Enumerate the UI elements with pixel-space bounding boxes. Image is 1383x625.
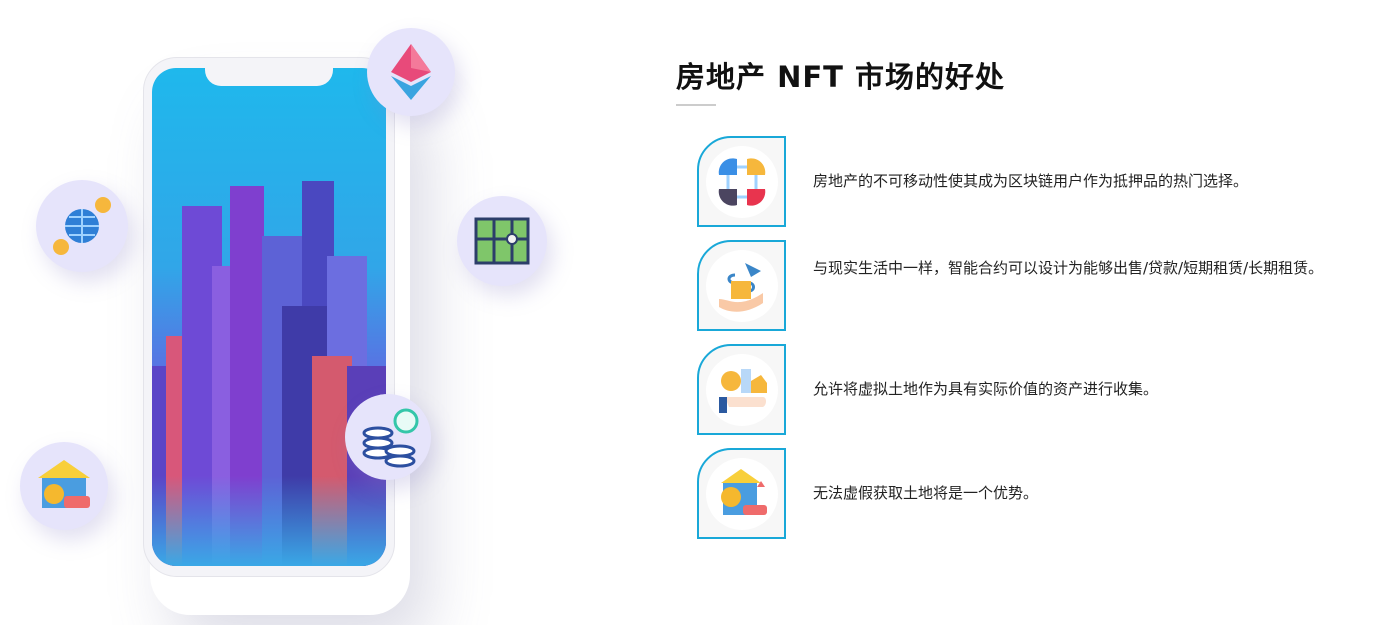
title-divider [676,104,716,106]
asset-money-hand-icon [718,368,767,413]
benefit-item: 允许将虚拟土地作为具有实际价值的资产进行收集。 [697,344,1377,435]
blockchain-puzzle-icon [718,157,765,206]
benefit-card [697,240,786,331]
benefit-card [697,448,786,539]
property-assets-icon [720,468,767,515]
coins-home-icon [345,394,431,480]
property-icon [20,442,108,530]
benefit-card [697,344,786,435]
page-title: 房地产 NFT 市场的好处 [676,60,1006,94]
benefit-card [697,136,786,227]
ethereum-icon [367,28,455,116]
benefit-item: 与现实生活中一样，智能合约可以设计为能够出售/贷款/短期租赁/长期租赁。 [697,240,1377,331]
benefit-item: 房地产的不可移动性使其成为区块链用户作为抵押品的热门选择。 [697,136,1377,227]
benefit-text: 与现实生活中一样，智能合约可以设计为能够出售/贷款/短期租赁/长期租赁。 [813,259,1324,277]
phone-screen-city [152,68,386,566]
global-currency-icon [36,180,128,272]
benefit-item: 无法虚假获取土地将是一个优势。 [697,448,1377,539]
smart-contract-hand-icon [718,262,763,312]
benefit-text: 房地产的不可移动性使其成为区块链用户作为抵押品的热门选择。 [813,172,1249,190]
hero-illustration [0,0,640,625]
phone-notch [205,66,333,86]
map-icon [457,196,547,286]
benefit-text: 允许将虚拟土地作为具有实际价值的资产进行收集。 [813,380,1159,398]
benefit-text: 无法虚假获取土地将是一个优势。 [813,484,1039,502]
